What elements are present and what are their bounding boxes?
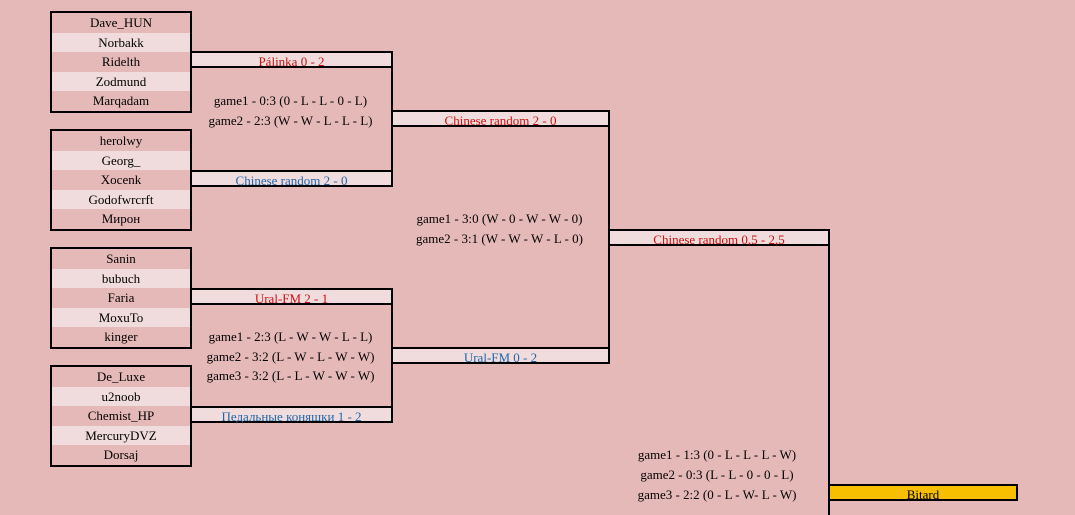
roster-4: De_Luxe u2noob Chemist_HP MercuryDVZ Dor… — [50, 365, 192, 467]
r1m2-game-result: game3 - 3:2 (L - L - W - W - W) — [206, 368, 375, 383]
player-name: kinger — [104, 329, 138, 345]
final-top-team: Chinese random 0,5 - 2,5 — [608, 229, 830, 247]
player-name: Ridelth — [101, 54, 141, 70]
player-name: Georg_ — [52, 150, 190, 171]
r1m1-bottom-team: Chinese random 2 - 0 — [190, 170, 393, 188]
player-name: MercuryDVZ — [52, 425, 190, 446]
player-name: MoxuTo — [52, 307, 190, 328]
final-game-result: game1 - 1:3 (0 - L - L - L - W) — [637, 447, 797, 462]
final-bottom-team: Bitard — [828, 484, 1018, 502]
player-name: Zodmund — [52, 71, 190, 92]
r2-game-result: game1 - 3:0 (W - 0 - W - W - 0) — [416, 211, 583, 226]
player-name: Faria — [107, 290, 135, 306]
roster-3: Sanin bubuch Faria MoxuTo kinger — [50, 247, 192, 349]
player-name: Chemist_HP — [87, 408, 155, 424]
r1m2-game-result: game2 - 3:2 (L - W - L - W - W) — [206, 349, 375, 364]
player-name: Sanin — [106, 251, 136, 266]
player-name: bubuch — [52, 268, 190, 289]
player-name: Godofwrcrft — [52, 189, 190, 210]
r1m1-game-result: game2 - 2:3 (W - W - L - L - L) — [208, 113, 373, 128]
final-game-result: game3 - 2:2 (0 - L - W- L - W) — [637, 487, 797, 502]
r1m1-game-result: game1 - 0:3 (0 - L - L - 0 - L) — [213, 93, 368, 108]
player-name: Marqadam — [92, 93, 150, 109]
r2-bottom-team: Ural-FM 0 - 2 — [391, 347, 610, 365]
player-name: herolwy — [99, 133, 143, 148]
player-name: Dave_HUN — [89, 15, 153, 30]
player-name: u2noob — [52, 386, 190, 407]
player-name: Мирон — [101, 211, 141, 227]
player-name: De_Luxe — [96, 369, 146, 384]
final-bracket-line — [828, 246, 830, 515]
r2-game-result: game2 - 3:1 (W - W - W - L - 0) — [416, 231, 583, 246]
final-game-result: game2 - 0:3 (L - L - 0 - 0 - L) — [640, 467, 794, 482]
roster-2: herolwy Georg_ Xocenk Godofwrcrft Мирон — [50, 129, 192, 231]
roster-1: Dave_HUN Norbakk Ridelth Zodmund Marqada… — [50, 11, 192, 113]
r1m1-top-team: Pálinka 0 - 2 — [190, 51, 393, 69]
r1m2-game-result: game1 - 2:3 (L - W - W - L - L) — [208, 329, 373, 344]
player-name: Dorsaj — [103, 447, 139, 463]
r2-top-team: Chinese random 2 - 0 — [391, 110, 610, 128]
player-name: Xocenk — [100, 172, 142, 188]
r1m2-bottom-team: Педальные коняшки 1 - 2 — [190, 406, 393, 424]
r1m2-top-team: Ural-FM 2 - 1 — [190, 288, 393, 306]
player-name: Norbakk — [52, 32, 190, 53]
